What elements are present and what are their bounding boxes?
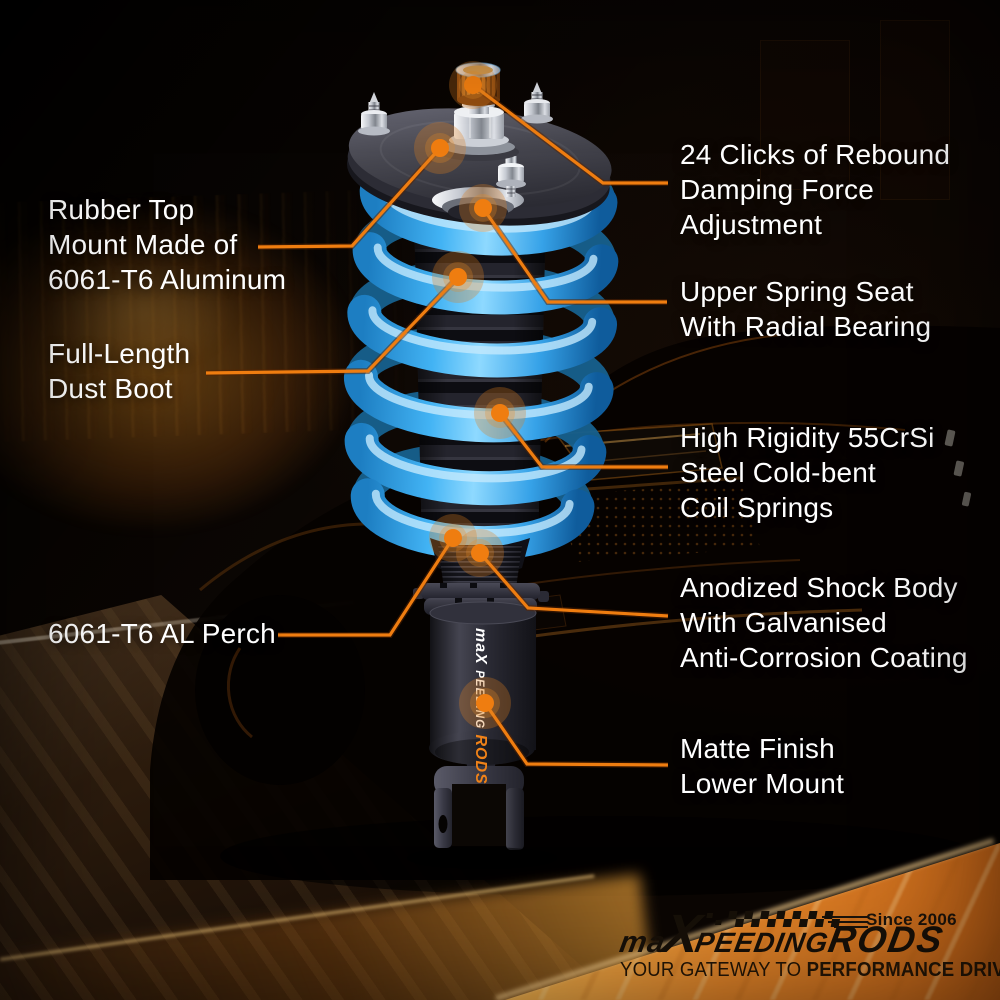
callout-dot <box>474 387 526 439</box>
tagline-light: YOUR GATEWAY TO <box>620 959 807 981</box>
brand-logo-rods: RODS <box>825 919 948 960</box>
callout-dot <box>449 61 497 109</box>
tagline-bold: PERFORMANCE DRIVING <box>806 959 1000 981</box>
brand-logo: ma X peeding RODS <box>617 904 965 964</box>
callout-line-al-perch <box>278 537 455 637</box>
shock-body: maX peeding RODS <box>429 601 537 785</box>
callout-dot <box>459 184 507 232</box>
checkered-flag <box>706 911 841 927</box>
callout-dots <box>414 61 526 729</box>
callout-label-shock-body: Anodized Shock Body With Galvanised Anti… <box>680 572 968 673</box>
stud-right <box>521 82 553 124</box>
background-window-hint <box>760 40 850 190</box>
since-2006-text: Since 2006 <box>866 910 957 929</box>
callout-label-spring-seat: Upper Spring Seat With Radial Bearing <box>680 276 932 342</box>
callout-line-lower-mount <box>483 702 669 767</box>
callout-label-coil-springs: High Rigidity 55CrSi Steel Cold-bent Coi… <box>680 422 935 523</box>
callout-label-dust-boot: Full-Length Dust Boot <box>48 338 191 404</box>
callout-line-shock-body <box>478 551 669 618</box>
callout-dot <box>456 529 504 577</box>
callout-line-rebound <box>472 83 668 185</box>
car-wheel <box>195 595 365 785</box>
background-window-hint <box>880 20 950 200</box>
coilover: maX peeding RODS <box>343 62 619 869</box>
brand-tagline: YOUR GATEWAY TO PERFORMANCE DRIVING <box>620 959 1000 982</box>
callout-label-al-perch: 6061-T6 AL Perch <box>48 618 276 649</box>
callout-line-rubber-top-mount <box>257 146 442 249</box>
callout-label-lower-mount: Matte Finish Lower Mount <box>680 733 845 799</box>
callout-line-dust-boot <box>205 275 460 375</box>
mount-studs <box>358 82 553 197</box>
callout-lines <box>205 82 669 768</box>
brand-logo-peeding: peeding <box>692 927 832 958</box>
callout-label-rubber-top-mount: Rubber Top Mount Made of 6061-T6 Aluminu… <box>48 194 287 295</box>
callout-dot <box>459 677 511 729</box>
callout-label-rebound: 24 Clicks of Rebound Damping Force Adjus… <box>680 139 951 240</box>
callout-dot <box>432 251 484 303</box>
fork-bolt-hole <box>438 815 448 833</box>
lower-mount-fork <box>407 748 557 869</box>
lane-dashes <box>944 429 971 507</box>
stud-left <box>358 92 390 136</box>
callout-line-coil-springs <box>498 412 668 469</box>
callout-dot <box>414 122 466 174</box>
callout-line-spring-seat <box>481 207 667 304</box>
piston-nut <box>439 106 519 161</box>
car-grille <box>560 482 760 562</box>
callout-dot <box>429 514 477 562</box>
speed-lines <box>822 916 868 928</box>
